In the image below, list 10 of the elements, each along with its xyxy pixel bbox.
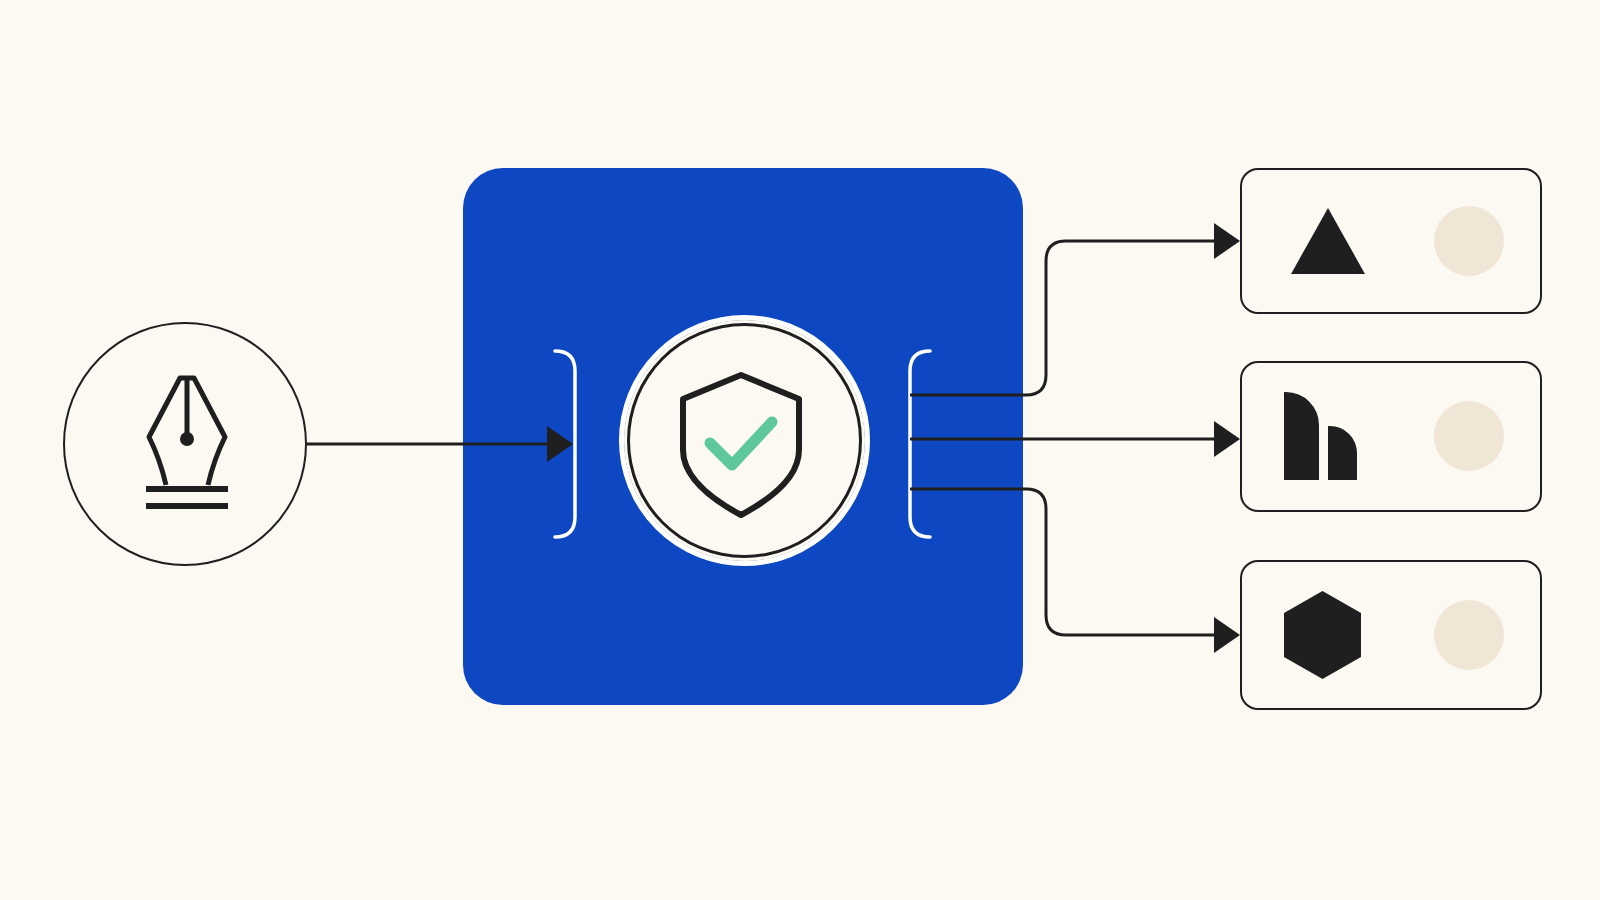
arrow: [307, 426, 573, 462]
panel: [463, 168, 1023, 705]
bracket: [553, 349, 578, 539]
card: [1240, 560, 1542, 710]
arrow: [910, 223, 1240, 397]
arrow: [910, 421, 1240, 457]
card: [1240, 361, 1542, 512]
bracket: [907, 349, 932, 539]
card: [1240, 168, 1542, 314]
arrow: [910, 487, 1240, 653]
